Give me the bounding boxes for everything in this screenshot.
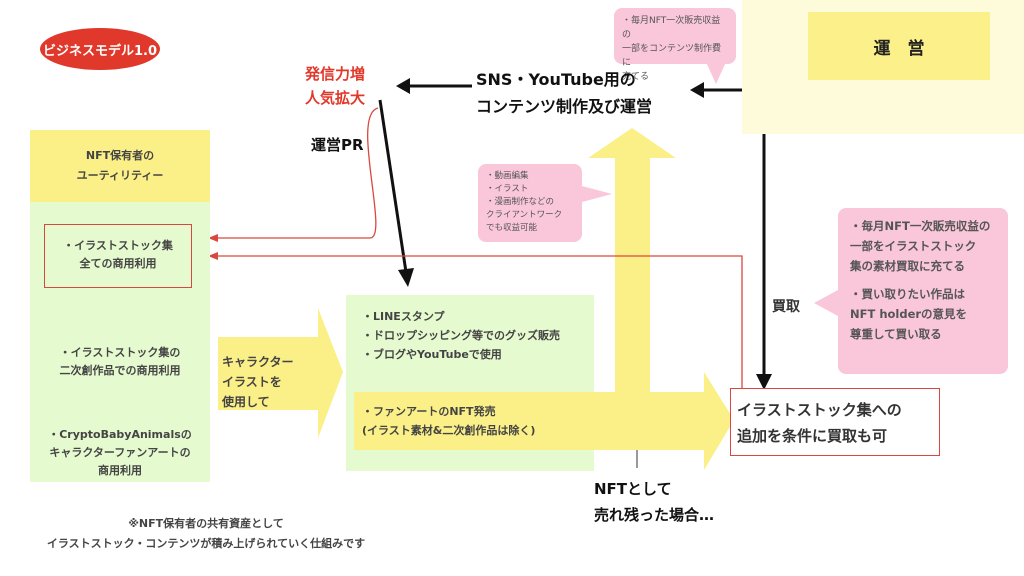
influence-line: 発信力増 xyxy=(305,65,366,83)
note-line: クライアントワーク xyxy=(486,210,563,220)
stock-to-item1-line xyxy=(216,255,743,390)
utility-header-line: ユーティリティー xyxy=(76,169,164,182)
pr-label: 運営PR xyxy=(311,136,364,154)
fanart-line: (イラスト素材&二次創作品は除く) xyxy=(362,424,536,437)
influence-text: 発信力増 人気拡大 xyxy=(305,62,365,110)
fanart-nft-text: ・ファンアートのNFT発売 (イラスト素材&二次創作品は除く) xyxy=(362,402,535,440)
goods-item: ・LINEスタンプ xyxy=(362,310,445,323)
unsold-line-text: NFTとして xyxy=(594,480,672,498)
note-line: ・毎月NFT一次販売収益の xyxy=(850,219,991,233)
stock-purchase-box: イラストストック集への 追加を条件に買取も可 xyxy=(730,388,940,456)
up-yellow-arrow-shape xyxy=(588,128,676,400)
sns-line: SNS・YouTube用の xyxy=(476,70,636,89)
footer-line: ※NFT保有者の共有資産として xyxy=(128,517,284,530)
ops-down-head xyxy=(756,374,772,390)
influence-curve xyxy=(367,107,379,239)
utility-item-line: ・イラストストック集の xyxy=(59,346,181,359)
operations-box: 運 営 xyxy=(808,12,990,80)
goods-item: ・ブログやYouTubeで使用 xyxy=(362,348,502,361)
ops-to-sns-head xyxy=(690,82,704,98)
stock-line: 追加を条件に買取も可 xyxy=(737,427,888,445)
note-line: ・買い取りたい作品は xyxy=(850,287,965,301)
content-cost-note: ・毎月NFT一次販売収益の 一部をコンテンツ制作費に 充てる xyxy=(614,8,736,82)
business-model-badge: ビジネスモデル1.0 xyxy=(40,28,160,70)
utility-item-stock-commercial: ・イラストストック集 全ての商用利用 xyxy=(44,224,192,288)
client-work-note: ・動画編集 ・イラスト ・漫画制作などの クライアントワーク でも収益可能 xyxy=(478,164,582,242)
note-line: ・動画編集 xyxy=(486,171,529,181)
sns-to-influence-head xyxy=(396,78,410,94)
utility-item-line: ・CryptoBabyAnimalsの xyxy=(48,428,192,441)
character-line: イラストを xyxy=(222,375,282,389)
utility-item-line: 全ての商用利用 xyxy=(79,257,157,270)
utility-item-derivative: ・イラストストック集の 二次創作品での商用利用 xyxy=(30,344,210,380)
note-line: 一部をイラストストック xyxy=(850,239,977,253)
footer-note: ※NFT保有者の共有資産として イラストストック・コンテンツが積み上げられていく… xyxy=(14,514,398,554)
utility-item-line: キャラクターファンアートの xyxy=(49,446,191,459)
note-line: NFT holderの意見を xyxy=(850,307,968,321)
stock-to-item1-head xyxy=(208,252,218,260)
right-note-pointer xyxy=(814,290,838,316)
pr-arrow-head xyxy=(398,268,414,287)
fanart-line: ・ファンアートのNFT発売 xyxy=(362,405,496,418)
top-note-pointer xyxy=(706,62,726,84)
unsold-line-text: 売れ残った場合… xyxy=(594,506,715,524)
utility-item-line: 商用利用 xyxy=(98,464,142,477)
stock-line: イラストストック集への xyxy=(737,401,902,419)
character-line: 使用して xyxy=(222,395,270,409)
utility-header-line: NFT保有者の xyxy=(85,149,155,162)
goods-item: ・ドロップシッピング等でのグッズ販売 xyxy=(362,329,560,342)
note-line: 一部をコンテンツ制作費に xyxy=(622,44,722,68)
sns-content-title: SNS・YouTube用の コンテンツ制作及び運営 xyxy=(476,66,652,120)
pr-arrow-line xyxy=(378,99,408,273)
purchase-policy-note: ・毎月NFT一次販売収益の 一部をイラストストック 集の素材買取に充てる ・買い… xyxy=(838,208,1008,374)
footer-line: イラストストック・コンテンツが積み上げられていく仕組みです xyxy=(46,537,366,550)
utility-item-line: 二次創作品での商用利用 xyxy=(59,364,181,377)
note-line: 尊重して買い取る xyxy=(850,327,942,341)
note-line: 集の素材買取に充てる xyxy=(850,259,965,273)
curve-to-item1-head xyxy=(208,234,218,242)
note-line: ・毎月NFT一次販売収益の xyxy=(622,16,721,40)
fanart-nft-band xyxy=(354,392,706,450)
note-line: 充てる xyxy=(622,72,650,82)
note-line: でも収益可能 xyxy=(486,223,538,233)
goods-usage-list: ・LINEスタンプ ・ドロップシッピング等でのグッズ販売 ・ブログやYouTub… xyxy=(362,307,560,364)
client-note-pointer xyxy=(582,186,612,202)
up-yellow-arrow xyxy=(630,120,676,132)
character-arrow-label: キャラクター イラストを 使用して xyxy=(222,352,314,412)
utility-header: NFT保有者の ユーティリティー xyxy=(30,130,210,202)
character-yellow-arrow xyxy=(218,308,343,438)
utility-item-fanart: ・CryptoBabyAnimalsの キャラクターファンアートの 商用利用 xyxy=(30,426,210,480)
utility-item-line: ・イラストストック集 xyxy=(63,239,173,252)
sns-line: コンテンツ制作及び運営 xyxy=(476,97,653,116)
purchase-label: 買取 xyxy=(772,299,800,315)
unsold-text: NFTとして 売れ残った場合… xyxy=(594,476,714,528)
influence-line: 人気拡大 xyxy=(305,89,366,107)
note-line: ・漫画制作などの xyxy=(486,197,555,207)
character-line: キャラクター xyxy=(222,355,294,369)
note-line xyxy=(850,276,996,284)
note-line: ・イラスト xyxy=(486,184,529,194)
